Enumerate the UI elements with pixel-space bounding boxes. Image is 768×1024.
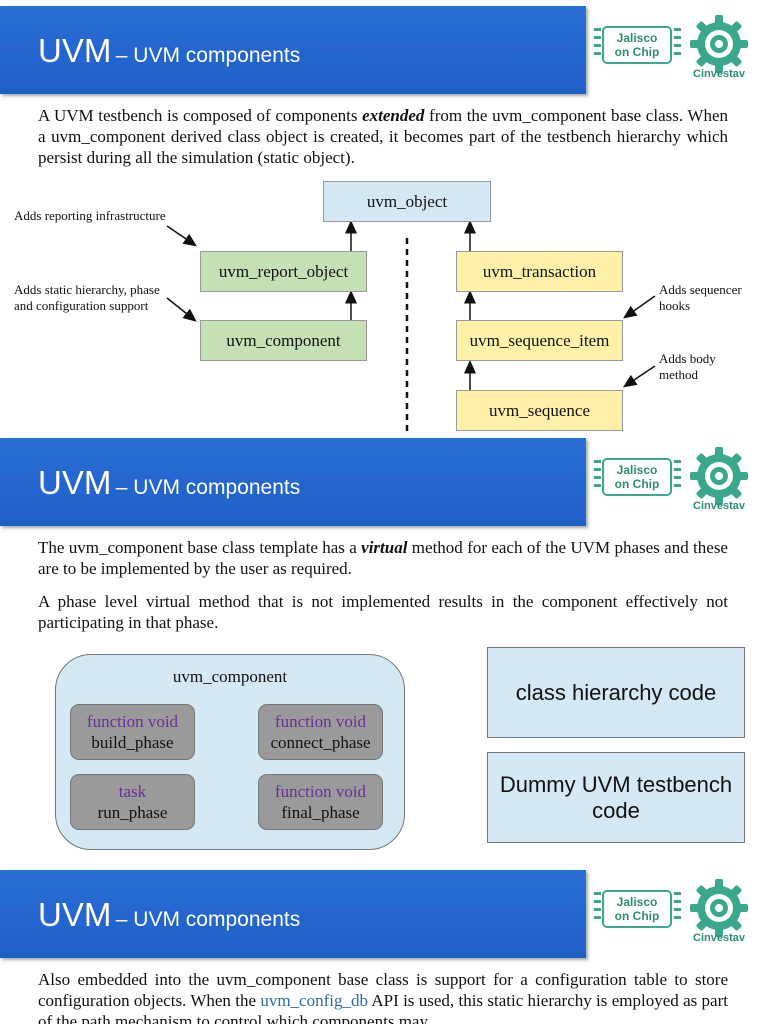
cinvestav-gear-icon <box>690 879 748 937</box>
uvm-transaction-box: uvm_transaction <box>456 251 623 292</box>
slide-title: UVM – UVM components <box>38 896 301 933</box>
intro-paragraph: A UVM testbench is composed of component… <box>38 106 728 167</box>
chip-pins-left-icon <box>594 460 601 494</box>
phase-run: task run_phase <box>70 774 195 830</box>
config-table-paragraph: Also embedded into the uvm_component bas… <box>38 970 728 1024</box>
slide-title: UVM – UVM components <box>38 32 301 69</box>
phase-paragraph: A phase level virtual method that is not… <box>38 592 728 632</box>
cinvestav-label: Cinvestav <box>693 68 745 80</box>
jalisco-on-chip-logo: Jalisco on Chip <box>602 458 672 496</box>
phase-build: function void build_phase <box>70 704 195 760</box>
logo: Jalisco on Chip Cinvestav <box>592 438 768 526</box>
title-banner: UVM – UVM components <box>0 6 586 94</box>
cinvestav-label: Cinvestav <box>693 500 745 512</box>
uvm-object-box: uvm_object <box>323 181 491 222</box>
phase-final: function void final_phase <box>258 774 383 830</box>
title-banner: UVM – UVM components <box>0 438 586 526</box>
jalisco-on-chip-logo: Jalisco on Chip <box>602 890 672 928</box>
chip-pins-left-icon <box>594 28 601 62</box>
chip-pins-right-icon <box>674 460 681 494</box>
chip-pins-right-icon <box>674 28 681 62</box>
chip-pins-left-icon <box>594 892 601 926</box>
dummy-testbench-code-button[interactable]: Dummy UVM testbench code <box>487 752 745 843</box>
slide-3: UVM – UVM components Jalisco on Chip <box>0 868 768 1024</box>
note-static-hierarchy: Adds static hierarchy, phase and configu… <box>14 282 160 313</box>
uvm-sequence-item-box: uvm_sequence_item <box>456 320 623 361</box>
cinvestav-gear-icon <box>690 447 748 505</box>
logo: Jalisco on Chip Cinvestav <box>592 6 768 94</box>
uvm-sequence-box: uvm_sequence <box>456 390 623 431</box>
uvm-config-db-link[interactable]: uvm_config_db <box>260 991 368 1010</box>
cinvestav-label: Cinvestav <box>693 932 745 944</box>
cinvestav-gear-icon <box>690 15 748 73</box>
note-body-method: Adds body method <box>659 351 716 382</box>
virtual-method-paragraph: The uvm_component base class template ha… <box>38 538 728 578</box>
hierarchy-arrows <box>166 220 656 432</box>
title-banner: UVM – UVM components <box>0 870 586 958</box>
slide-1: UVM – UVM components Jalisco on Chip <box>0 0 768 436</box>
uvm-component-box: uvm_component <box>200 320 367 361</box>
note-sequencer-hooks: Adds sequencer hooks <box>659 282 742 313</box>
slide-2: UVM – UVM components Jalisco on Chip <box>0 436 768 868</box>
uvm-report-object-box: uvm_report_object <box>200 251 367 292</box>
uvm-component-title: uvm_component <box>172 667 288 686</box>
note-reporting: Adds reporting infrastructure <box>14 208 166 223</box>
jalisco-on-chip-logo: Jalisco on Chip <box>602 26 672 64</box>
chip-pins-right-icon <box>674 892 681 926</box>
phase-connect: function void connect_phase <box>258 704 383 760</box>
class-hierarchy-code-button[interactable]: class hierarchy code <box>487 647 745 738</box>
slide-title: UVM – UVM components <box>38 464 301 501</box>
logo: Jalisco on Chip Cinvestav <box>592 870 768 958</box>
